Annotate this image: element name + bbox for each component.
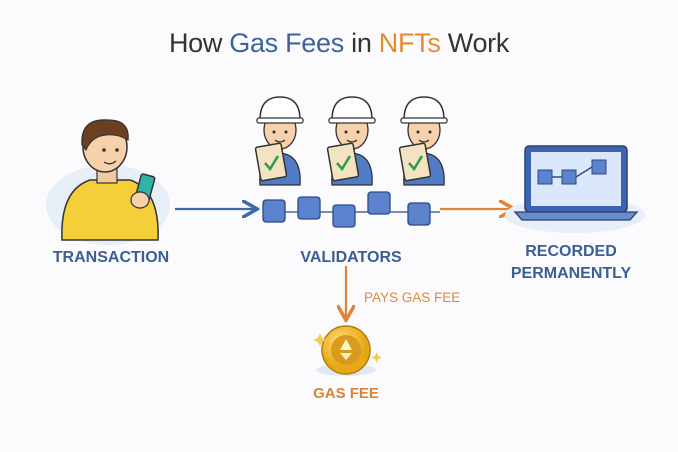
recorded-label-line2: PERMANENTLY (511, 265, 632, 282)
recorded-label-line1: RECORDED (525, 243, 617, 260)
title-highlight-gas-fees: Gas Fees (229, 28, 344, 58)
validators-label: VALIDATORS (300, 249, 402, 266)
gas-coin-icon (313, 325, 382, 376)
validators-group-icon (254, 96, 448, 228)
title-text: Work (440, 28, 510, 58)
transaction-label: TRANSACTION (53, 249, 169, 266)
title-text: How (168, 28, 230, 58)
title-text: in (343, 28, 379, 58)
diagram-title: How Gas Fees in NFTs Work (0, 28, 678, 59)
pays-gas-fee-label: PAYS GAS FEE (364, 290, 460, 305)
validator-worker-icon (254, 96, 304, 186)
user-with-phone-icon (46, 119, 170, 245)
gas-fee-label: GAS FEE (313, 385, 379, 402)
blockchain-blocks-icon (262, 191, 440, 228)
validator-worker-icon (326, 96, 376, 186)
validator-worker-icon (398, 96, 448, 186)
laptop-ledger-icon (505, 145, 645, 233)
title-highlight-nfts: NFTs (378, 28, 441, 58)
